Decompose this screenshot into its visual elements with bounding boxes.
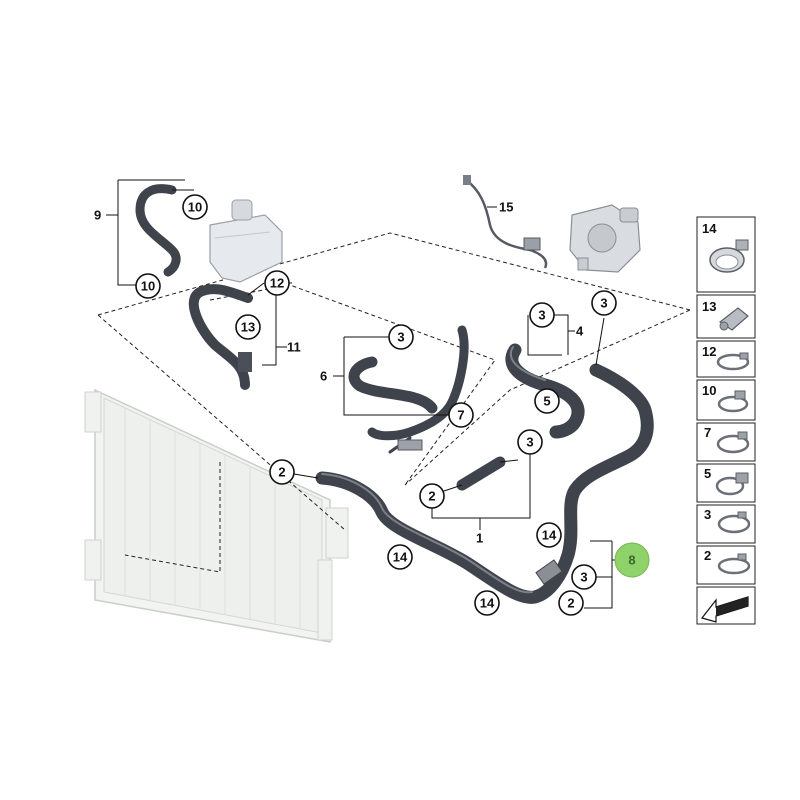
- callout-label: 14: [480, 596, 495, 611]
- hose-clamp-icon: [716, 352, 750, 371]
- callout-label: 4: [576, 324, 584, 339]
- callout-2-hose8[interactable]: 2: [558, 590, 584, 616]
- legend-item-14[interactable]: 14: [696, 216, 756, 293]
- callout-label: 13: [241, 320, 255, 335]
- callout-10-lower[interactable]: 10: [135, 273, 161, 299]
- legend-number: 3: [704, 507, 711, 522]
- dashed-assembly-outline: [97, 232, 691, 573]
- callout-label: 11: [287, 340, 301, 355]
- callout-3-hose1[interactable]: 3: [517, 429, 543, 455]
- callout-5[interactable]: 5: [534, 388, 560, 414]
- callout-6[interactable]: 6: [320, 369, 327, 384]
- legend-number: 5: [704, 466, 711, 481]
- callout-9[interactable]: 9: [94, 208, 101, 223]
- arrow-reference-icon: [700, 596, 749, 623]
- callout-1[interactable]: 1: [476, 531, 483, 546]
- callout-13[interactable]: 13: [235, 314, 261, 340]
- legend-item-3[interactable]: 3: [696, 504, 756, 544]
- legend-number: 7: [704, 425, 711, 440]
- callout-label: 2: [567, 596, 574, 611]
- hose-clamp-icon: [717, 553, 751, 575]
- callout-12[interactable]: 12: [264, 270, 290, 296]
- callout-label: 3: [397, 330, 404, 345]
- callout-3-hose8[interactable]: 3: [571, 564, 597, 590]
- callout-label: 10: [188, 200, 202, 215]
- callout-2-radiator[interactable]: 2: [269, 459, 295, 485]
- coolant-hoses: [135, 184, 654, 604]
- legend-number: 2: [704, 548, 711, 563]
- callout-11[interactable]: 11: [287, 340, 301, 355]
- callout-10-upper[interactable]: 10: [182, 194, 208, 220]
- callout-7[interactable]: 7: [448, 402, 474, 428]
- legend-item-7[interactable]: 7: [696, 422, 756, 462]
- legend-number: 13: [702, 299, 716, 314]
- legend-number: 12: [702, 344, 716, 359]
- callout-label: 3: [600, 296, 607, 311]
- hose-clamp-icon: [715, 472, 749, 496]
- large-band-clamp-icon: [709, 239, 749, 273]
- callout-3-thermostat[interactable]: 3: [591, 290, 617, 316]
- parts-legend: 14 13 12 10: [696, 216, 756, 625]
- expansion-tank: [209, 199, 283, 283]
- callout-14-left[interactable]: 14: [387, 544, 413, 570]
- callout-label: 7: [457, 408, 464, 423]
- callout-label: 2: [278, 465, 285, 480]
- callout-label: 9: [94, 208, 101, 223]
- legend-number: 10: [702, 383, 716, 398]
- callout-label: 10: [141, 279, 155, 294]
- hose-highlights: [321, 346, 546, 594]
- callout-label: 8: [628, 553, 635, 568]
- callout-label: 15: [499, 200, 513, 215]
- callout-label: 3: [538, 308, 545, 323]
- legend-number: 14: [702, 221, 717, 236]
- callout-14-bottom[interactable]: 14: [474, 590, 500, 616]
- temperature-sensor-cable: [463, 175, 548, 269]
- callout-label: 2: [428, 489, 435, 504]
- legend-item-2[interactable]: 2: [696, 545, 756, 585]
- hose-clamp-icon: [716, 431, 750, 454]
- legend-item-12[interactable]: 12: [696, 340, 756, 378]
- legend-item-5[interactable]: 5: [696, 463, 756, 503]
- callout-4[interactable]: 4: [576, 324, 584, 339]
- legend-item-arrow[interactable]: [696, 586, 756, 625]
- callout-label: 3: [580, 570, 587, 585]
- callout-label: 1: [476, 531, 483, 546]
- callout-label: 12: [270, 276, 284, 291]
- callout-8-highlighted[interactable]: 8: [614, 542, 650, 578]
- callout-3-hose6[interactable]: 3: [388, 324, 414, 350]
- callout-label: 3: [526, 435, 533, 450]
- callout-label: 14: [393, 550, 408, 565]
- callout-label: 6: [320, 369, 327, 384]
- callout-14-right[interactable]: 14: [536, 522, 562, 548]
- radiator: [84, 388, 349, 643]
- legend-item-10[interactable]: 10: [696, 379, 756, 421]
- callout-3-hose4[interactable]: 3: [529, 302, 555, 328]
- legend-item-13[interactable]: 13: [696, 294, 756, 339]
- callout-label: 14: [542, 528, 557, 543]
- hose-clamp-icon: [717, 511, 751, 534]
- callout-15[interactable]: 15: [499, 200, 513, 215]
- hose-clamp-icon: [717, 390, 749, 413]
- callout-2-hose1[interactable]: 2: [419, 483, 445, 509]
- callout-label: 5: [543, 394, 550, 409]
- spring-clip-icon: [718, 307, 749, 331]
- thermostat-housing: [569, 204, 641, 273]
